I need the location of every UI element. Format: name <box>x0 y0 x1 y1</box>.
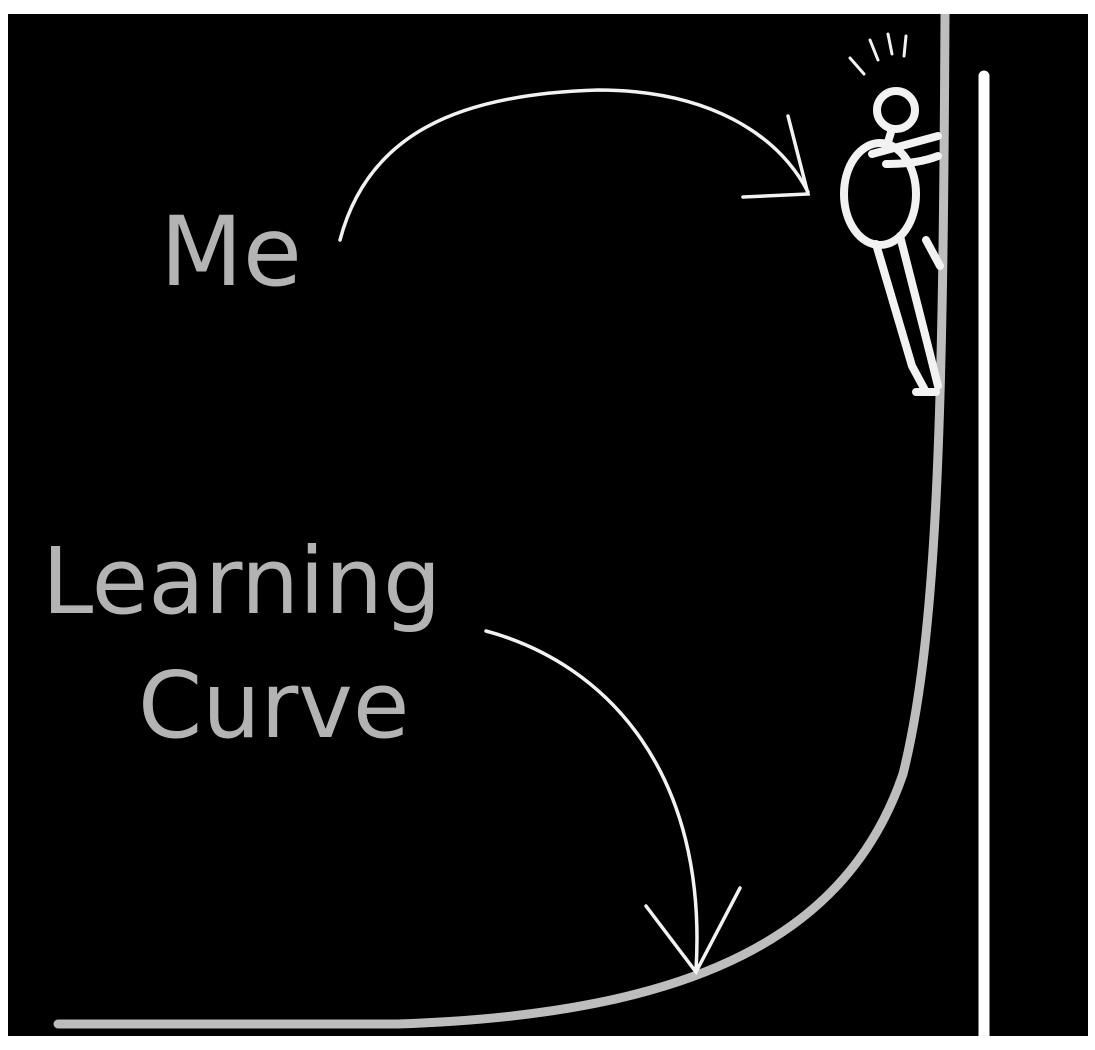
curve-arrow-head <box>644 886 742 976</box>
figure-body <box>840 139 920 249</box>
learning-label: Learning <box>42 528 442 635</box>
figure-neck <box>884 125 896 146</box>
figure-leg-left <box>872 240 930 396</box>
chalkboard: Me Learning Curve <box>8 14 1088 1036</box>
me-label: Me <box>160 196 302 308</box>
curve-arrow-shaft <box>484 629 699 972</box>
figure-leg-right <box>896 232 942 390</box>
stick-figure-climber-icon <box>840 32 944 396</box>
me-arrow-head <box>741 114 811 199</box>
figure-arm-upper <box>868 132 942 158</box>
panic-lines <box>848 32 908 76</box>
curve-arrow-icon <box>484 629 742 976</box>
learning-curve-line <box>53 14 950 1029</box>
me-arrow-icon <box>338 88 811 242</box>
figure-head <box>873 87 919 133</box>
drawing-layer <box>53 14 990 1036</box>
me-arrow-shaft <box>338 88 810 242</box>
curve-label: Curve <box>138 652 410 759</box>
figure-knee-wall <box>922 236 944 270</box>
figure-arm-lower <box>882 152 942 168</box>
